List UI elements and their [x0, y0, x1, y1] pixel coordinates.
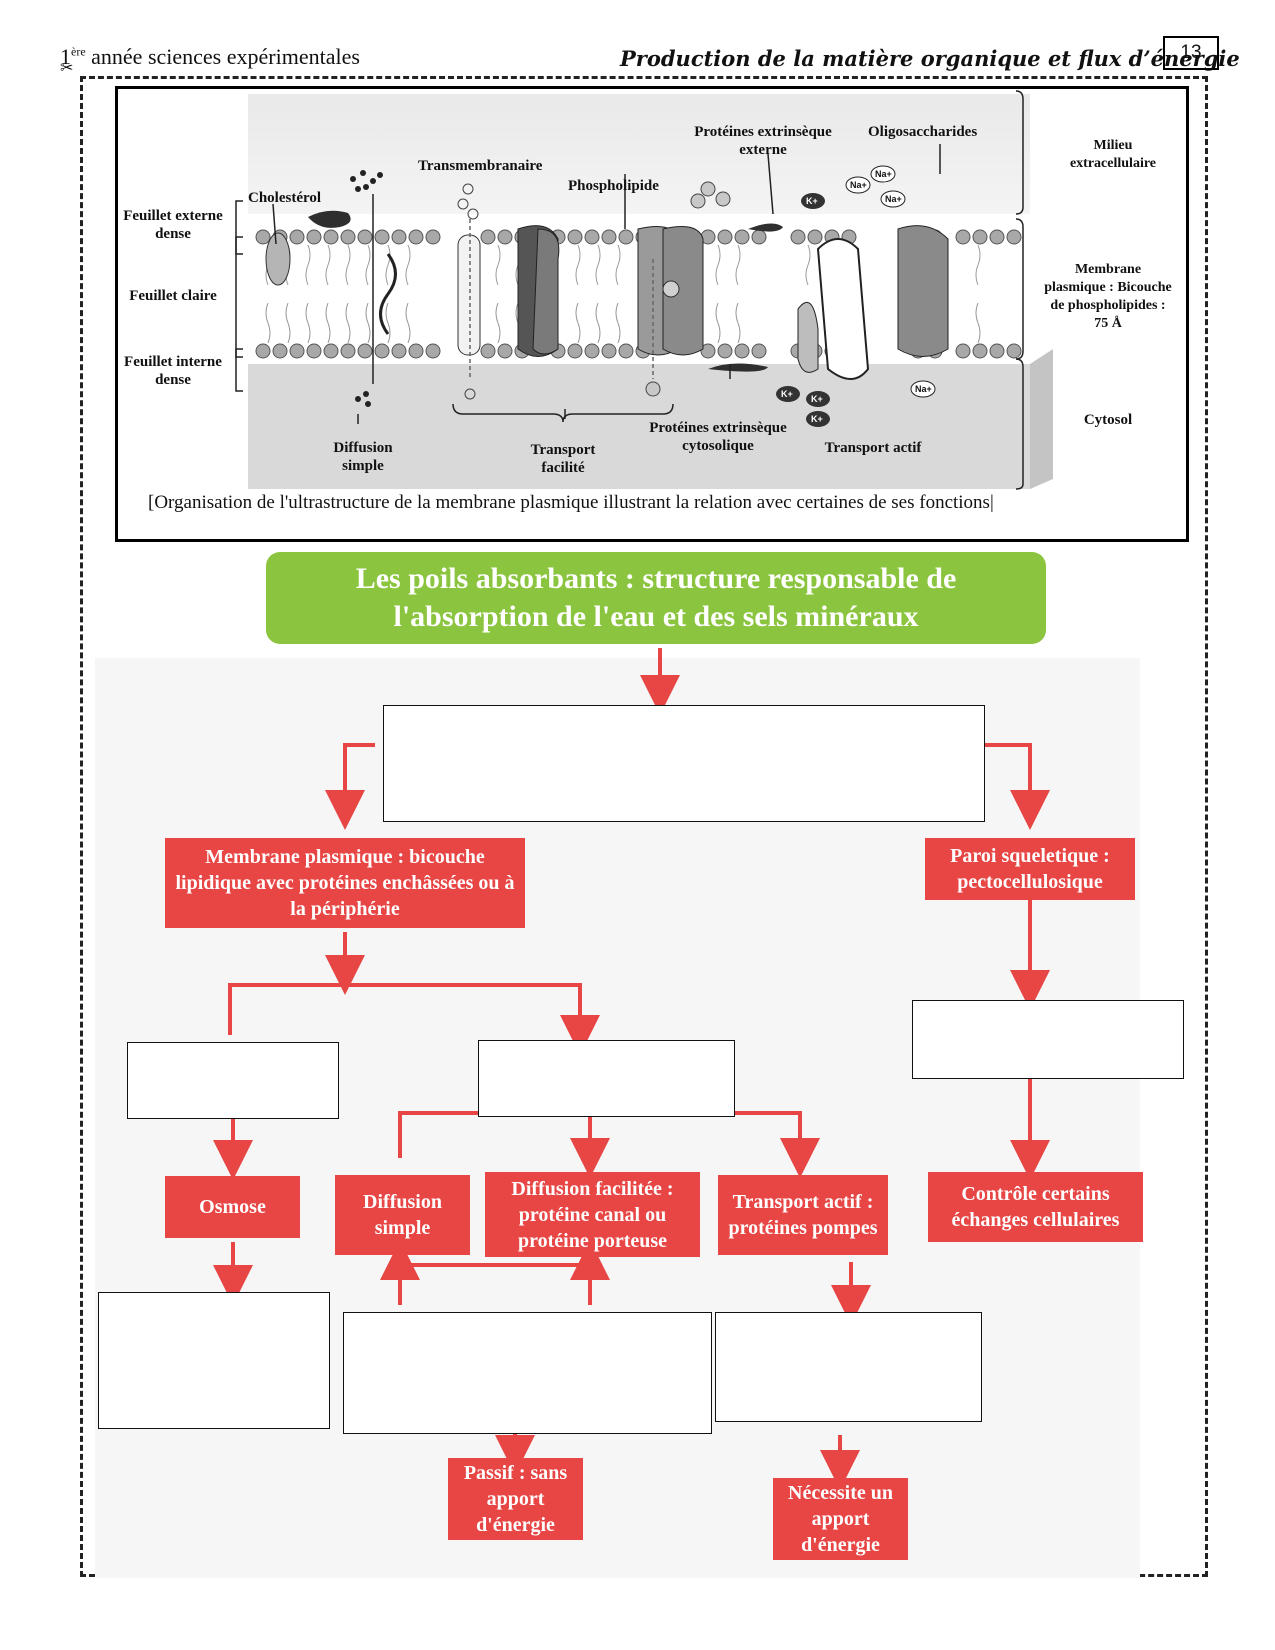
level-label: 1ère année sciences expérimentales — [60, 44, 360, 69]
svg-text:K+: K+ — [811, 414, 823, 424]
diagram-title: Les poils absorbants : structure respons… — [266, 552, 1046, 644]
page-number: 13 — [1163, 36, 1219, 70]
scissors-icon: ✂ — [60, 60, 74, 77]
svg-text:Na+: Na+ — [850, 180, 867, 190]
label-transport-actif: Transport actif — [824, 440, 922, 456]
svg-text:Na+: Na+ — [875, 169, 892, 179]
empty-box-transport-result[interactable] — [715, 1312, 982, 1422]
label-proteines-extrinseque-externe: Protéines extrinsèque externe — [694, 124, 832, 158]
svg-text:K+: K+ — [781, 389, 793, 399]
svg-text:K+: K+ — [811, 394, 823, 404]
box-transport-actif: Transport actif : protéines pompes — [718, 1175, 888, 1255]
box-controle-echanges: Contrôle certains échanges cellulaires — [928, 1172, 1143, 1242]
label-cholesterol: Cholestérol — [248, 190, 322, 206]
empty-box-left[interactable] — [127, 1042, 339, 1119]
label-feuillet-claire: Feuillet claire — [129, 288, 217, 304]
empty-box-right[interactable] — [912, 1000, 1184, 1079]
box-membrane-plasmique: Membrane plasmique : bicouche lipidique … — [165, 838, 525, 928]
empty-box-middle[interactable] — [478, 1040, 735, 1117]
label-membrane-plasmique: Membrane plasmique : Bicouche de phospho… — [1044, 262, 1172, 331]
box-diffusion-facilitee: Diffusion facilitée : protéine canal ou … — [485, 1172, 700, 1257]
label-feuillet-externe: Feuillet externe dense — [123, 208, 223, 242]
figure-caption: [Organisation de l'ultrastructure de la … — [148, 492, 994, 513]
membrane-figure: K+ Na+ Na+ Na+ K+ K+ K+ Na+ Cholestérol … — [115, 86, 1189, 542]
svg-text:Na+: Na+ — [915, 384, 932, 394]
label-transport-facilite: Transport facilité — [530, 442, 596, 476]
label-oligosaccharides: Oligosaccharides — [868, 124, 978, 140]
label-cytosol: Cytosol — [1083, 412, 1133, 428]
unit-title: Production de la matière organique et fl… — [620, 46, 1240, 71]
label-transmembranaire: Transmembranaire — [418, 158, 543, 174]
svg-text:K+: K+ — [806, 196, 818, 206]
label-proteines-extrinseque-cytosolique: Protéines extrinsèque cytosolique — [649, 420, 787, 454]
label-feuillet-interne: Feuillet interne dense — [124, 354, 222, 388]
box-passif: Passif : sans apport d'énergie — [448, 1458, 583, 1540]
membrane-illustration: K+ Na+ Na+ Na+ K+ K+ K+ Na+ — [235, 90, 1053, 490]
empty-box-diffusion-result[interactable] — [343, 1312, 712, 1434]
svg-text:Na+: Na+ — [885, 194, 902, 204]
box-osmose: Osmose — [165, 1176, 300, 1238]
label-diffusion-simple: Diffusion simple — [333, 440, 393, 474]
label-phospholipide: Phospholipide — [568, 178, 659, 194]
label-milieu-extracellulaire: Milieu extracellulaire — [1069, 138, 1157, 171]
box-necessite-energie: Nécessite un apport d'énergie — [773, 1478, 908, 1560]
box-diffusion-simple: Diffusion simple — [335, 1175, 470, 1255]
box-paroi-squeletique: Paroi squeletique : pectocellulosique — [925, 838, 1135, 900]
empty-box-osmose-result[interactable] — [98, 1292, 330, 1429]
empty-box-structure[interactable] — [383, 705, 985, 822]
